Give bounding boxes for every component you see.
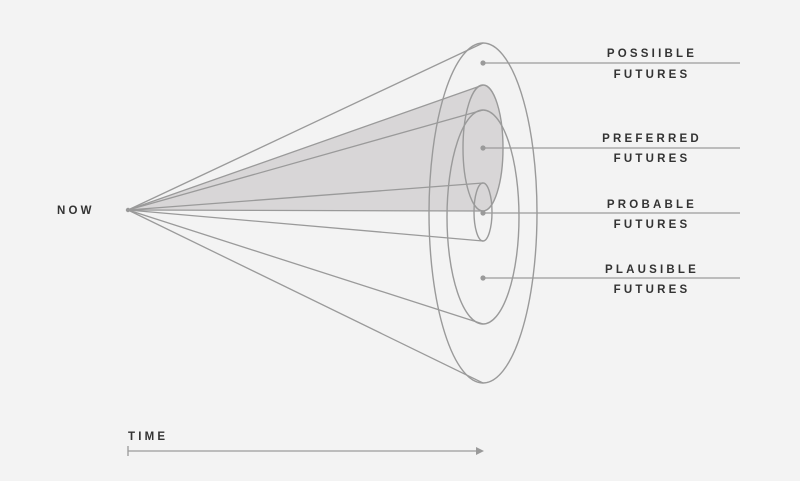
preferred-upper-ray (127, 84, 484, 211)
preferred-dot (480, 145, 486, 151)
cone-rays (127, 42, 484, 384)
now-dot (125, 207, 131, 213)
probable-upper-ray (127, 182, 484, 211)
plausible-label-line1: PLAUSIBLE (605, 264, 699, 276)
possible-label-line2: FUTURES (614, 69, 691, 81)
possible-lower-ray (127, 209, 484, 384)
preferred-label-line1: PREFERRED (602, 133, 702, 145)
now-label: NOW (57, 205, 95, 217)
preferred-label-line2: FUTURES (614, 153, 691, 165)
preferred-cone-fill (128, 85, 503, 211)
anchor-dots (125, 60, 486, 281)
probable-label-line1: PROBABLE (607, 199, 697, 211)
probable-lower-ray (127, 209, 484, 242)
plausible-dot (480, 275, 486, 281)
leader-lines (483, 62, 740, 279)
possible-upper-ray (127, 42, 484, 211)
plausible-upper-ray (127, 109, 484, 211)
probable-label-line2: FUTURES (614, 219, 691, 231)
plausible-label-line2: FUTURES (614, 284, 691, 296)
possible-dot (480, 60, 486, 66)
time-arrow-head-icon (476, 447, 484, 455)
probable-dot (480, 210, 486, 216)
time-label: TIME (128, 431, 168, 443)
preferred-lower-ray (127, 209, 484, 212)
plausible-lower-ray (127, 209, 484, 325)
possible-label-line1: POSSIIBLE (607, 48, 697, 60)
